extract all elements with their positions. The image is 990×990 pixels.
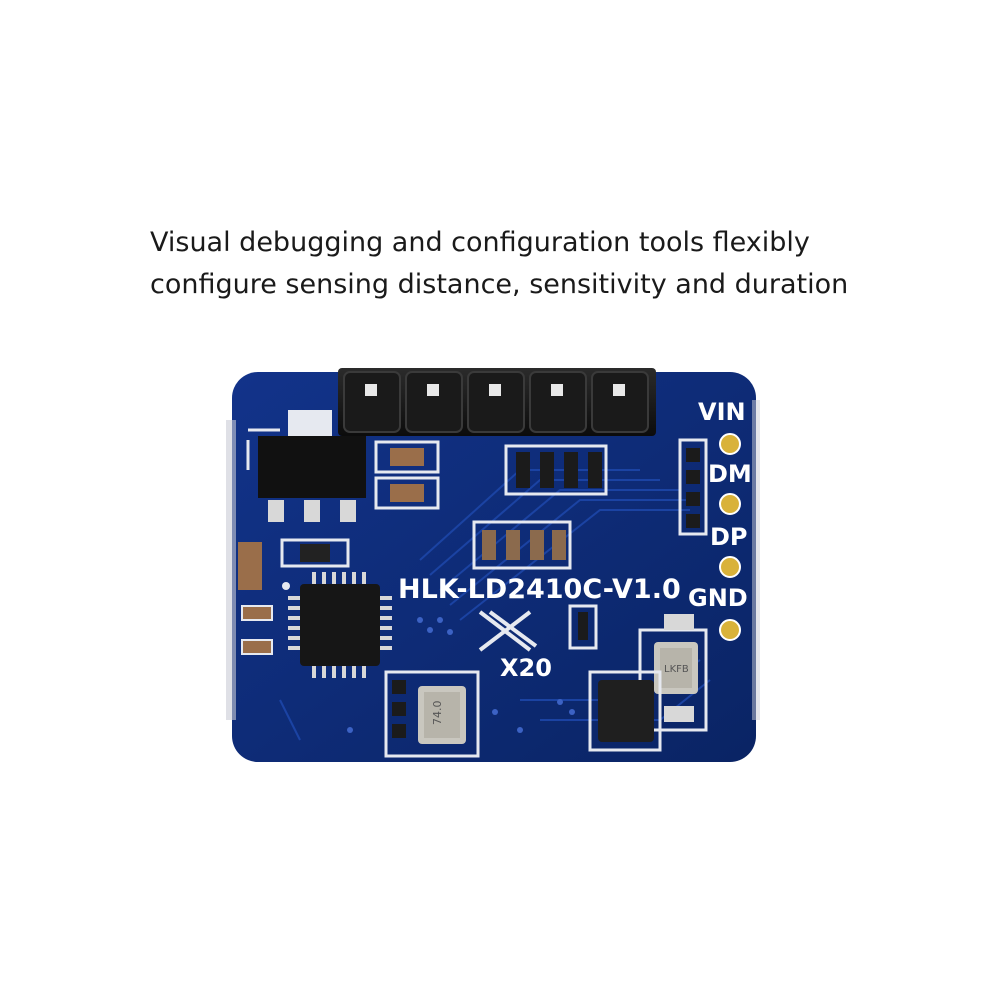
pad-column	[678, 438, 708, 536]
pcb-edge-left	[226, 420, 236, 720]
power-ic	[588, 670, 662, 752]
pin-label-vin: VIN	[698, 398, 746, 426]
chip-mark: X20	[500, 654, 552, 682]
caption-line-1: Visual debugging and configuration tools…	[150, 227, 810, 258]
pin-header	[338, 368, 656, 436]
small-resistor-body	[578, 612, 588, 640]
pin-label-dp: DP	[710, 523, 748, 551]
left-passives	[238, 538, 350, 655]
x-logo	[478, 610, 538, 652]
capacitors-top	[374, 440, 440, 510]
crystal-2-mark: LKFB	[664, 664, 689, 675]
pin-label-dm: DM	[708, 460, 752, 488]
resistor-array-middle	[472, 520, 572, 570]
voltage-regulator	[246, 410, 366, 522]
pcb-edge-right	[752, 400, 760, 720]
caption-line-2: configure sensing distance, sensitivity …	[150, 269, 849, 300]
resistor-array-top	[504, 444, 608, 496]
vias	[282, 582, 575, 733]
product-caption: Visual debugging and configuration tools…	[150, 222, 870, 306]
mcu-chip	[288, 572, 392, 678]
crystal-1-mark: 74.0	[431, 701, 444, 726]
model-label: HLK-LD2410C-V1.0	[398, 574, 681, 605]
gold-pads	[719, 433, 741, 641]
small-resistor	[568, 604, 598, 650]
pin-label-gnd: GND	[688, 584, 748, 612]
crystal-bottom: 74.0	[384, 670, 480, 758]
